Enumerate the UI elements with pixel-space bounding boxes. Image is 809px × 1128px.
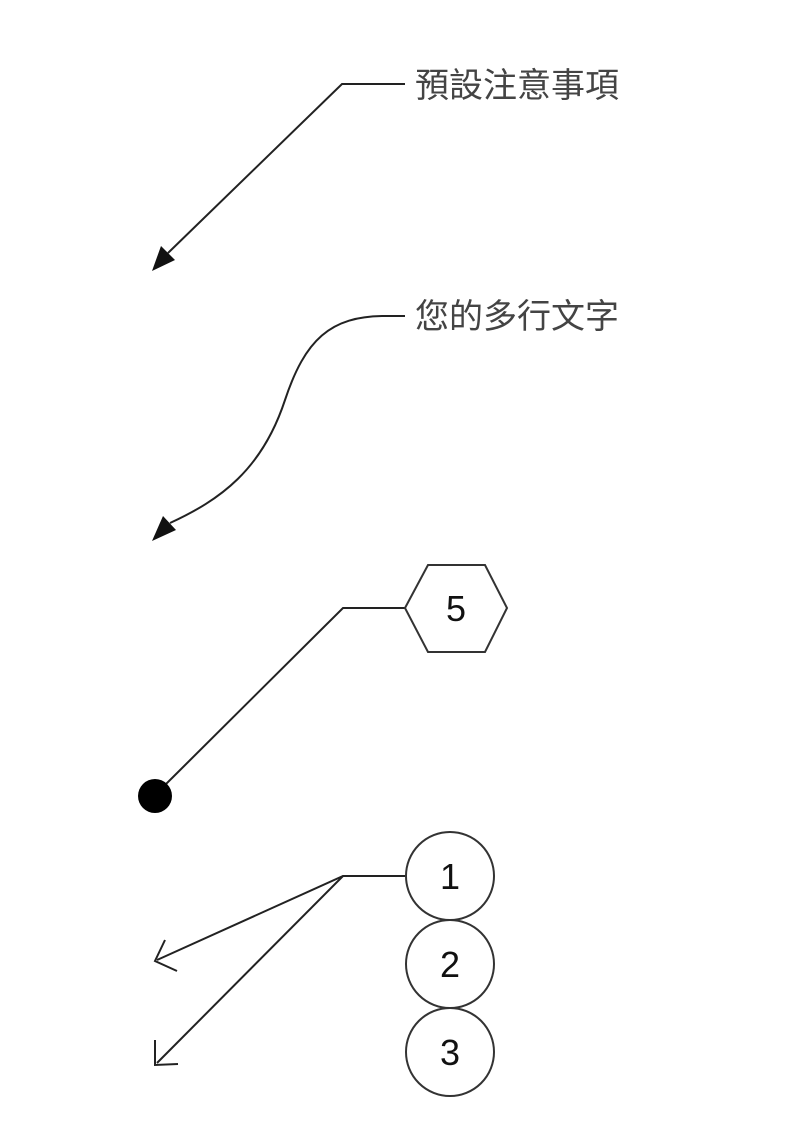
balloon-number: 2 (440, 944, 460, 985)
default-note-leader[interactable]: 預設注意事項 (152, 66, 619, 271)
leader-line (167, 83, 405, 254)
multiline-note-leader[interactable]: 您的多行文字 (152, 297, 619, 541)
circle-balloon-3 (405, 1007, 495, 1097)
filled-arrowhead-icon (152, 246, 175, 271)
hexagon-balloon (403, 564, 509, 653)
leader-line (159, 607, 405, 791)
leader-line-upper (156, 875, 405, 961)
leader-line-lower (156, 875, 344, 1064)
balloon-number: 1 (440, 856, 460, 897)
open-arrowhead-icon (153, 939, 178, 972)
open-arrowhead-icon (154, 1040, 179, 1067)
dot-terminator-icon (138, 779, 172, 813)
stacked-balloons-leader[interactable]: 1 2 3 (153, 831, 495, 1097)
balloon-number: 3 (440, 1032, 460, 1073)
note-text: 您的多行文字 (415, 297, 619, 337)
note-text: 預設注意事項 (415, 66, 619, 106)
filled-arrowhead-icon (152, 516, 176, 541)
balloon-number: 5 (446, 588, 466, 629)
hexagon-balloon-leader[interactable]: 5 (138, 564, 509, 813)
spline-leader-line (169, 315, 405, 524)
